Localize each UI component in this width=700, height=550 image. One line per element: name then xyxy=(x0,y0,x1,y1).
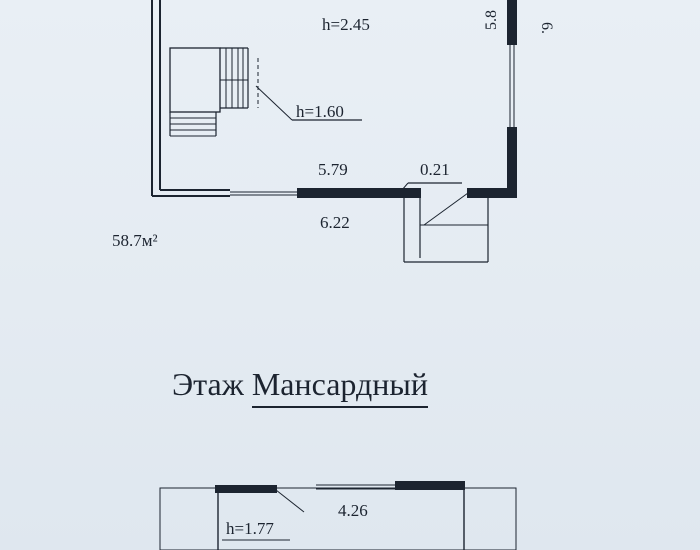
section-title-word2: Мансардный xyxy=(251,366,428,408)
mansard-wall-right xyxy=(395,481,465,490)
right-wall-lower xyxy=(507,127,517,197)
mansard-width-label: 4.26 xyxy=(338,501,368,520)
ceiling-height-label: h=2.45 xyxy=(322,15,370,34)
mansard-wall-left xyxy=(215,485,277,493)
right-outer-dimension-label: 6. xyxy=(538,22,555,34)
section-title-word1: Этаж xyxy=(172,366,244,402)
bottom-wall-center xyxy=(297,188,421,198)
mansard-height-label: h=1.77 xyxy=(226,519,274,538)
area-label: 58.7м² xyxy=(112,231,158,250)
right-inner-dimension-label: 5.8 xyxy=(483,10,500,30)
leader-wall-dim xyxy=(401,182,409,191)
mansard-outline xyxy=(159,487,517,550)
door-swing xyxy=(423,192,469,226)
wall-thickness-label: 0.21 xyxy=(420,160,450,179)
leader-stair-height xyxy=(255,85,293,121)
right-wall-upper xyxy=(507,0,517,45)
stair-landing xyxy=(169,47,221,113)
section-title: Этаж Мансардный xyxy=(172,366,428,408)
inner-dimension-label: 5.79 xyxy=(318,160,348,179)
outer-dimension-label: 6.22 xyxy=(320,213,350,232)
mansard-leader xyxy=(275,489,305,513)
stair-height-label: h=1.60 xyxy=(296,102,344,121)
